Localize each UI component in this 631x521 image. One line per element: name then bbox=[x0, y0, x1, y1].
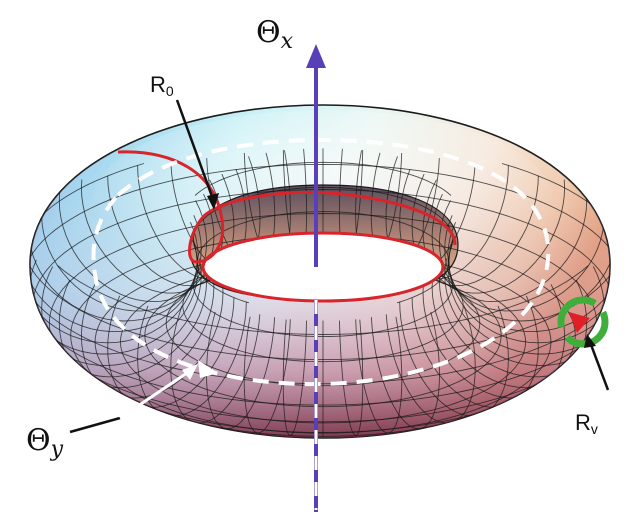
arrow-up-icon bbox=[306, 44, 326, 68]
theta-y-path bbox=[91, 137, 551, 387]
mesh-meridian bbox=[339, 319, 364, 436]
r0-pointer bbox=[175, 99, 216, 203]
mesh-meridian bbox=[385, 305, 476, 424]
r0-inner-circle bbox=[201, 231, 445, 303]
theta-y-pointer-white bbox=[119, 367, 194, 420]
mesh-meridian bbox=[447, 243, 610, 355]
theta-y-pointer bbox=[69, 416, 121, 434]
mesh-meridian bbox=[444, 213, 610, 322]
mesh-parallel bbox=[30, 163, 610, 406]
label-theta-x: Θx bbox=[256, 15, 294, 54]
label-theta-y: Θy bbox=[26, 423, 64, 462]
mesh-meridian bbox=[107, 295, 235, 408]
mesh-meridian bbox=[137, 301, 247, 417]
label-rv: Rv bbox=[575, 410, 598, 437]
theta-y-path-arrow bbox=[198, 360, 218, 378]
mesh-parallel bbox=[57, 265, 589, 335]
mesh-parallel bbox=[48, 213, 598, 433]
rv-pointer bbox=[588, 341, 610, 391]
mesh-meridian bbox=[282, 319, 307, 436]
mesh-meridian bbox=[58, 192, 215, 303]
mesh-parallel bbox=[194, 161, 452, 196]
rotation-ring-icon bbox=[557, 296, 609, 348]
label-r0: R0 bbox=[150, 72, 174, 99]
